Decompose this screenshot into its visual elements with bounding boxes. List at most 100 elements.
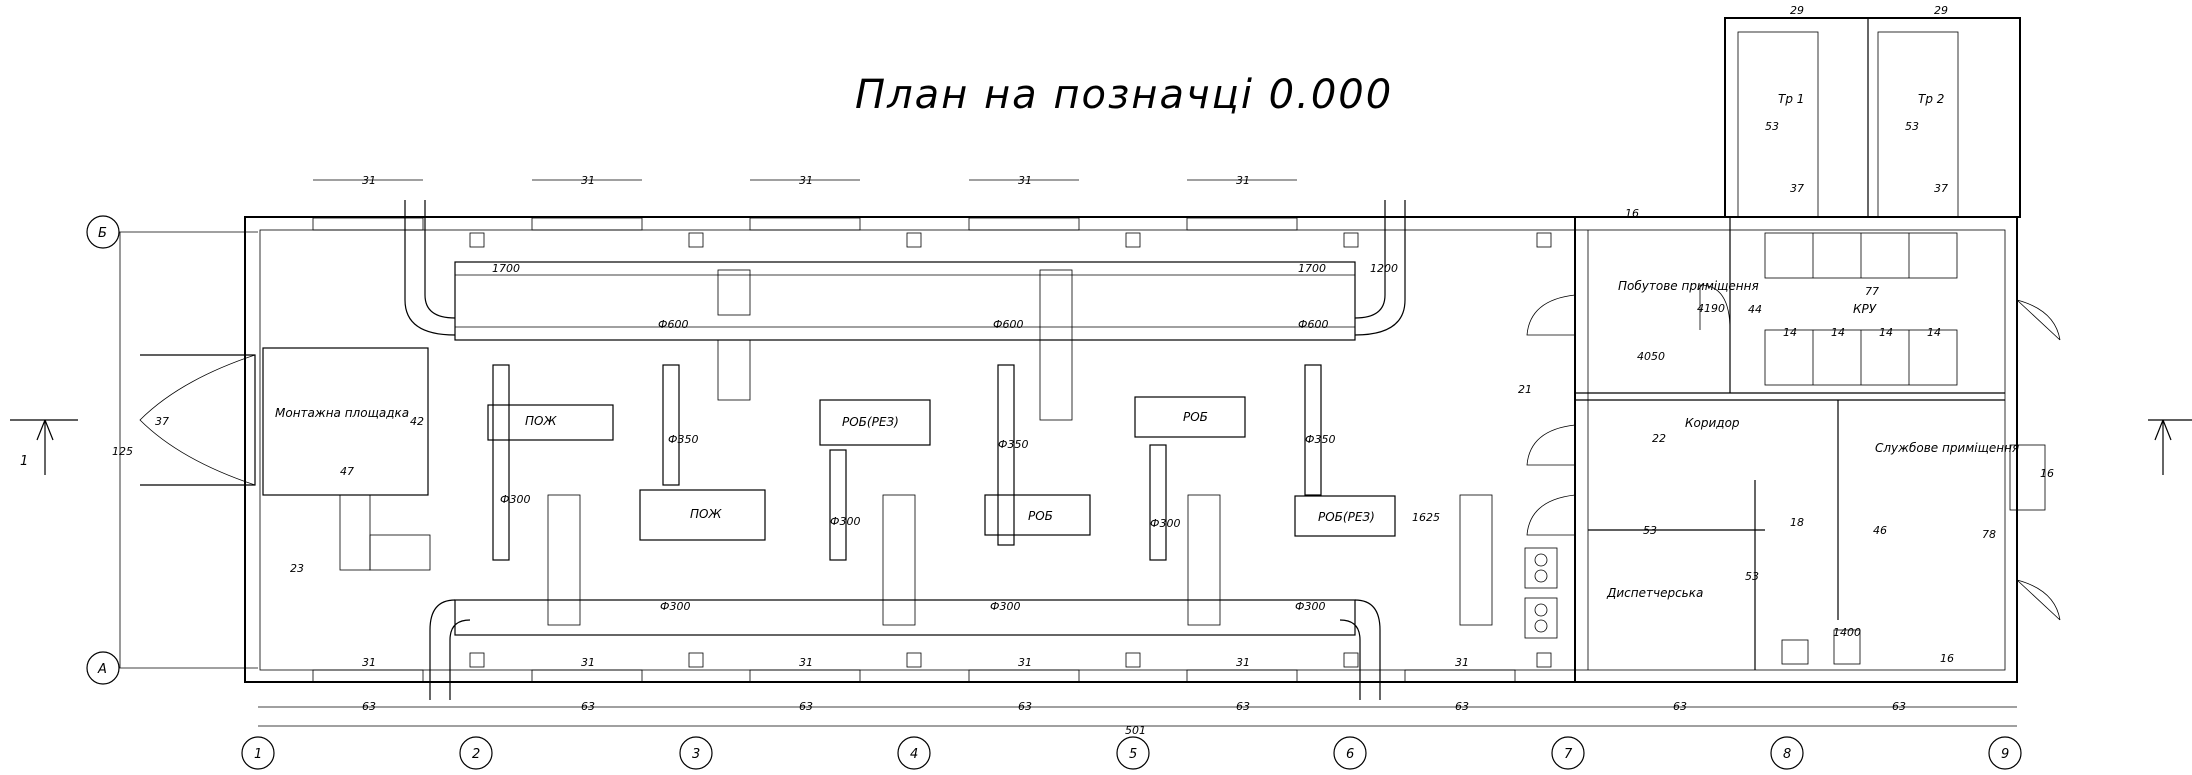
svg-text:46: 46 (1873, 524, 1887, 537)
svg-text:РОБ: РОБ (1183, 410, 1208, 424)
section-mark-right (2148, 419, 2192, 475)
unit-rob-rez-1: РОБ(РЕЗ) (819, 399, 931, 446)
svg-text:4190: 4190 (1697, 302, 1725, 315)
room-kru-label: КРУ (1853, 302, 1877, 316)
svg-text:Ф300: Ф300 (500, 493, 530, 506)
transformer-cells: Тр 1 Тр 2 29 29 37 37 53 53 (1724, 4, 2021, 218)
svg-text:1625: 1625 (1412, 511, 1440, 524)
svg-text:14: 14 (1783, 326, 1797, 339)
room-mounting-label: Монтажна площадка (275, 406, 409, 420)
axis-label-9: 9 (2001, 747, 2009, 762)
unit-rob-1: РОБ (984, 494, 1091, 536)
room-dispatch-label: Диспетчерська (1606, 586, 1703, 600)
svg-text:Ф600: Ф600 (1298, 318, 1328, 331)
svg-text:1700: 1700 (1298, 262, 1326, 275)
bottom-windows: 31 31 31 31 31 31 (312, 656, 1516, 683)
axis-label-8: 8 (1783, 747, 1791, 762)
axis-circle (1770, 736, 1804, 770)
building-walls (244, 216, 2018, 683)
svg-text:Ф300: Ф300 (990, 600, 1020, 613)
drawing-title: План на позначці 0.000 (855, 72, 1393, 118)
svg-text:16: 16 (2040, 467, 2054, 480)
svg-text:31: 31 (581, 656, 595, 669)
unit-rob-2: РОБ (1134, 396, 1246, 438)
unit-pozh-1: ПОЖ (487, 404, 614, 441)
svg-text:53: 53 (1905, 120, 1919, 133)
svg-text:37: 37 (155, 415, 169, 428)
svg-text:16: 16 (1625, 207, 1639, 220)
svg-text:47: 47 (340, 465, 354, 478)
column-markers (469, 232, 1552, 668)
svg-text:63: 63 (1455, 700, 1469, 713)
axis-label-7: 7 (1564, 747, 1573, 762)
svg-text:1400: 1400 (1833, 626, 1861, 639)
top-duct: 1700 1700 1200 Ф600 Ф600 Ф600 (404, 200, 1406, 341)
svg-text:77: 77 (1865, 285, 1879, 298)
svg-text:42: 42 (410, 415, 424, 428)
axis-circle (1551, 736, 1585, 770)
svg-text:501: 501 (1125, 724, 1146, 737)
svg-text:1700: 1700 (492, 262, 520, 275)
axis-x-markers: 1 2 3 4 5 6 7 8 9 (241, 736, 2022, 770)
svg-text:РОБ: РОБ (1028, 509, 1053, 523)
axis-label-1: 1 (254, 747, 262, 762)
tr2-label: Тр 2 (1918, 92, 1944, 106)
axis-circle (897, 736, 931, 770)
svg-text:31: 31 (362, 174, 376, 187)
svg-text:37: 37 (1790, 182, 1804, 195)
svg-text:63: 63 (799, 700, 813, 713)
svg-text:14: 14 (1879, 326, 1893, 339)
top-windows: 31 31 31 31 31 (312, 174, 1298, 231)
svg-text:29: 29 (1934, 4, 1948, 17)
svg-text:63: 63 (1018, 700, 1032, 713)
svg-text:РОБ(РЕЗ): РОБ(РЕЗ) (842, 415, 899, 429)
axis-circle (459, 736, 493, 770)
radiators (547, 269, 1493, 626)
svg-text:Ф350: Ф350 (668, 433, 698, 446)
svg-text:16: 16 (1940, 652, 1954, 665)
svg-text:63: 63 (1236, 700, 1250, 713)
axis-label-4: 4 (910, 747, 918, 762)
axis-circle (679, 736, 713, 770)
svg-text:63: 63 (1892, 700, 1906, 713)
svg-text:Ф600: Ф600 (993, 318, 1023, 331)
svg-text:31: 31 (1236, 656, 1250, 669)
risers: Ф350 Ф350 Ф350 Ф300 Ф300 Ф300 (492, 364, 1335, 561)
svg-text:53: 53 (1765, 120, 1779, 133)
svg-text:Ф300: Ф300 (660, 600, 690, 613)
svg-text:Ф300: Ф300 (1295, 600, 1325, 613)
axis-circle (1116, 736, 1150, 770)
svg-text:44: 44 (1748, 303, 1762, 316)
axis-label-b: Б (98, 226, 107, 241)
axis-y-markers: Б А (86, 215, 258, 685)
axis-circle (1988, 736, 2022, 770)
svg-text:1200: 1200 (1370, 262, 1398, 275)
svg-text:ПОЖ: ПОЖ (690, 507, 722, 521)
svg-text:63: 63 (362, 700, 376, 713)
room-service-label: Службове приміщення (1875, 441, 2019, 455)
axis-label-2: 2 (472, 747, 480, 762)
svg-text:21: 21 (1518, 383, 1532, 396)
svg-text:РОБ(РЕЗ): РОБ(РЕЗ) (1318, 510, 1375, 524)
svg-text:125: 125 (112, 445, 133, 458)
svg-text:29: 29 (1790, 4, 1804, 17)
dispatch-equipment (1524, 547, 1861, 665)
doors (1526, 284, 2061, 621)
axis-label-3: 3 (692, 747, 700, 762)
svg-text:31: 31 (799, 174, 813, 187)
svg-text:63: 63 (581, 700, 595, 713)
svg-text:31: 31 (362, 656, 376, 669)
axis-label-6: 6 (1346, 747, 1354, 762)
svg-text:63: 63 (1673, 700, 1687, 713)
svg-text:31: 31 (1018, 656, 1032, 669)
svg-text:37: 37 (1934, 182, 1948, 195)
svg-text:23: 23 (290, 562, 304, 575)
section-number-left: 1 (20, 454, 28, 469)
svg-text:Ф350: Ф350 (1305, 433, 1335, 446)
unit-rob-rez-2: РОБ(РЕЗ) 1625 (1294, 495, 1440, 537)
svg-text:ПОЖ: ПОЖ (525, 414, 557, 428)
room-corridor-label: Коридор (1685, 416, 1740, 430)
svg-text:Ф350: Ф350 (998, 438, 1028, 451)
axis-circle (1333, 736, 1367, 770)
svg-text:22: 22 (1652, 432, 1666, 445)
